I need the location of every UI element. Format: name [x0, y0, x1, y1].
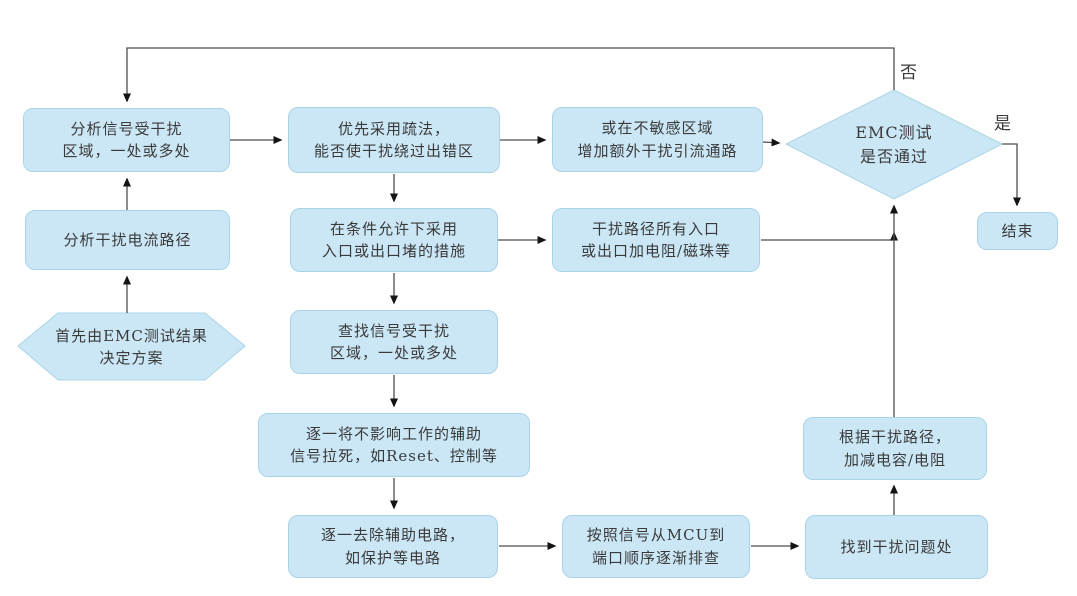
node-text: 端口顺序逐渐排查 [591, 548, 720, 567]
node-text: 能否使干扰绕过出错区 [313, 142, 474, 160]
node-check-mcu: 按照信号从MCU到 端口顺序逐渐排查 [562, 515, 750, 578]
node-block: 在条件允许下采用 入口或出口堵的措施 [290, 208, 498, 272]
node-text: 区域，一处或多处 [62, 142, 191, 160]
node-found-problem: 找到干扰问题处 [805, 515, 988, 579]
edge-yes-to-end [1002, 143, 1021, 207]
node-divert: 优先采用疏法， 能否使干扰绕过出错区 [288, 107, 500, 173]
node-add-resistor: 干扰路径所有入口 或出口加电阻/磁珠等 [552, 208, 760, 272]
node-remove-aux: 逐一去除辅助电路， 如保护等电路 [288, 515, 498, 578]
node-adjust-rc: 根据干扰路径， 加减电容/电阻 [803, 417, 987, 480]
node-start-hexagon-label: 首先由EMC测试结果 决定方案 [28, 318, 235, 376]
node-text: 查找信号受干扰 [337, 321, 450, 340]
node-text: 分析干扰电流路径 [63, 230, 192, 249]
node-text: 根据干扰路径， [838, 428, 951, 446]
node-text: 增加额外干扰引流通路 [577, 141, 738, 160]
node-text: 如保护等电路 [344, 548, 441, 567]
node-text: 决定方案 [99, 349, 164, 367]
node-text: 信号拉死，如Reset、控制等 [290, 447, 498, 465]
node-analyze-area: 分析信号受干扰 区域，一处或多处 [23, 108, 230, 172]
node-text: 找到干扰问题处 [840, 537, 953, 556]
node-text: 区域，一处或多处 [329, 344, 458, 362]
node-text: 在条件允许下采用 [329, 219, 458, 238]
node-text: 干扰路径所有入口 [591, 219, 720, 238]
node-text: 入口或出口堵的措施 [321, 242, 466, 260]
node-extra-path: 或在不敏感区域 增加额外干扰引流通路 [552, 107, 763, 172]
node-pull-dead: 逐一将不影响工作的辅助 信号拉死，如Reset、控制等 [258, 413, 530, 477]
node-text: 或出口加电阻/磁珠等 [580, 242, 732, 260]
node-text: 逐一去除辅助电路， [320, 526, 465, 544]
node-text: 是否通过 [859, 147, 928, 166]
node-text: 或在不敏感区域 [601, 119, 714, 137]
node-emc-test-label: EMC测试 是否通过 [814, 116, 974, 174]
node-text: 结束 [1001, 221, 1034, 240]
branch-label-yes: 是 [994, 114, 1011, 134]
node-text: 加减电容/电阻 [843, 450, 947, 469]
node-text: 优先采用疏法， [337, 119, 450, 138]
node-find-area: 查找信号受干扰 区域，一处或多处 [290, 310, 498, 374]
hexagon-start-shape [17, 312, 246, 381]
node-text: 首先由EMC测试结果 [55, 326, 208, 345]
edge-resistor-to-mainline [761, 231, 898, 241]
node-analyze-path: 分析干扰电流路径 [25, 210, 230, 270]
branch-label-no: 否 [900, 63, 917, 83]
node-text: 逐一将不影响工作的辅助 [305, 424, 482, 443]
node-end: 结束 [977, 212, 1058, 250]
node-text: 按照信号从MCU到 [586, 526, 726, 544]
diamond-emc-test-shape [784, 89, 1004, 200]
node-text: 分析信号受干扰 [70, 119, 183, 138]
edge-extra-to-diamond [762, 138, 781, 147]
node-text: EMC测试 [855, 123, 933, 142]
edge-no-feedback [123, 47, 895, 103]
